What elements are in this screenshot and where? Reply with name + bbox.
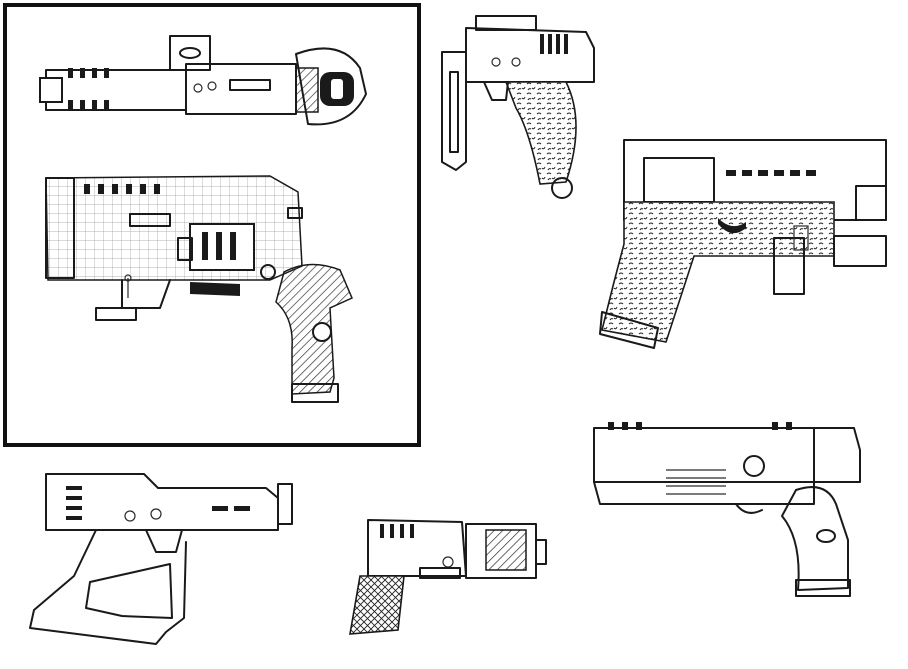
revolver-pistol-icon xyxy=(40,168,370,418)
skeleton-grip-pistol-icon xyxy=(26,468,301,658)
folding-stock-pistol-icon xyxy=(436,12,611,202)
box-barrel-pistol-icon xyxy=(336,510,551,645)
slotted-slide-pistol-icon xyxy=(586,420,876,620)
compact-pistol-icon xyxy=(598,132,898,372)
pistol-top-view-icon xyxy=(39,28,370,138)
highlight-frame xyxy=(3,3,421,447)
